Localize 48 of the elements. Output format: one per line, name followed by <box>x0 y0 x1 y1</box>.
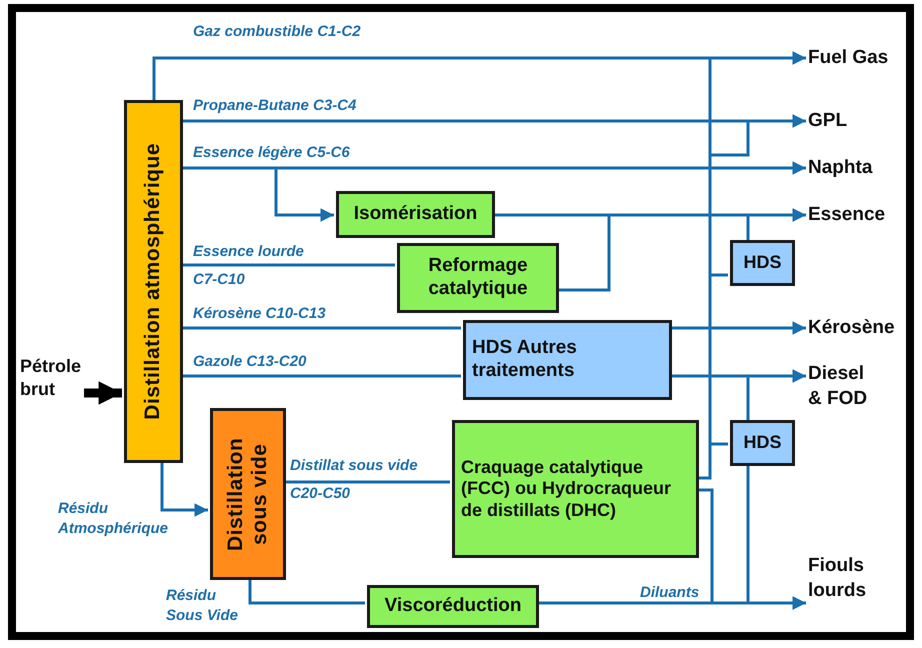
edge-label: Essence légère C5-C6 <box>193 143 351 162</box>
flow-line <box>248 580 365 604</box>
edge-label: Propane-Butane C3-C4 <box>193 96 358 116</box>
flow-line <box>183 326 461 330</box>
process-label: HDS <box>743 252 782 274</box>
edge-label: Gazole C13-C20 <box>193 352 308 372</box>
flow-arrow <box>160 463 208 517</box>
process-label: Craquage catalytique (FCC) ou Hydrocraqueur de distillats (DHC) <box>461 456 672 522</box>
process-label: HDS Autres traitements <box>472 337 578 383</box>
feed-arrow <box>84 381 122 405</box>
edge-label: Résidu Sous Vide <box>166 586 239 625</box>
flow-arrow <box>672 321 806 335</box>
edge-label: Gaz combustible C1-C2 <box>193 22 362 42</box>
product-label: Pétrole brut <box>20 354 82 401</box>
column-label: Distillation sous vide <box>224 436 272 553</box>
column-box <box>210 408 286 580</box>
process-box <box>730 420 795 466</box>
flow-arrow <box>699 488 806 610</box>
process-label: Viscoréduction <box>384 595 522 618</box>
process-box <box>452 420 699 558</box>
flow-arrow <box>183 166 334 222</box>
column-box <box>124 100 183 463</box>
flow-line <box>183 374 461 378</box>
product-label: Essence <box>808 202 886 227</box>
flow-arrow <box>746 369 806 420</box>
process-box <box>463 320 672 400</box>
process-box <box>730 240 795 286</box>
process-label: Reformage catalytique <box>427 255 529 301</box>
column-label: Distillation atmosphérique <box>141 143 166 420</box>
process-box <box>397 243 559 313</box>
product-label: Kérosène <box>808 316 895 340</box>
edge-label: Diluants <box>640 583 700 602</box>
process-box <box>367 585 539 628</box>
process-box <box>336 191 495 238</box>
edge-label: Kérosène C10-C13 <box>193 304 327 324</box>
product-label: Fiouls lourds <box>808 554 868 603</box>
edge-label: Distillat sous vide C20-C50 <box>290 456 419 504</box>
flow-line <box>183 264 395 266</box>
edge-label: Résidu Atmosphérique <box>58 499 170 538</box>
process-label: HDS <box>743 432 782 454</box>
product-label: Fuel Gas <box>808 46 888 70</box>
product-label: Naphta <box>808 156 872 180</box>
process-label: Isomérisation <box>354 203 478 226</box>
flow-line <box>286 480 450 484</box>
product-label: Diesel & FOD <box>808 362 868 411</box>
flow-arrow <box>746 208 806 240</box>
edge-label: Essence lourde C7-C10 <box>193 242 305 290</box>
product-label: GPL <box>808 108 848 133</box>
